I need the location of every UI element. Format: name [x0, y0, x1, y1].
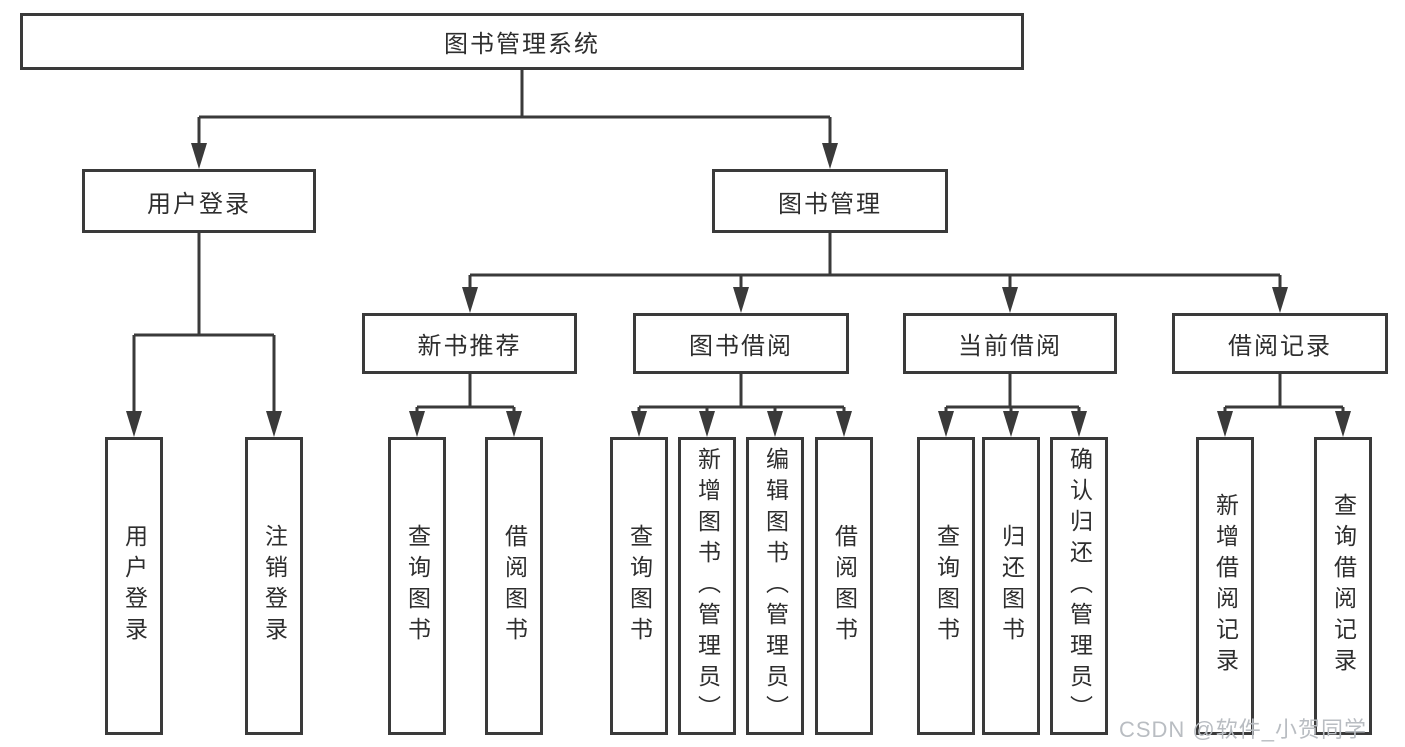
connector-root-to-level2 — [197, 70, 832, 146]
connector-current-to-leaves — [944, 374, 1081, 413]
node-book-borrowing: 图书借阅 — [633, 313, 849, 374]
node-label: 图书借阅 — [689, 333, 793, 360]
connector-mgmt-to-level3 — [468, 233, 1282, 290]
node-new-book-recommendation: 新书推荐 — [362, 313, 577, 374]
leaf-confirm-return-admin: 确认归还（管理员） — [1050, 437, 1108, 735]
leaf-label: 归还图书 — [998, 524, 1025, 648]
arrowhead-icon — [699, 411, 715, 437]
leaf-label: 用户登录 — [121, 524, 148, 648]
arrowheads-recommend-leaves — [409, 411, 522, 437]
leaf-query-books-recommend: 查询图书 — [388, 437, 446, 735]
node-label: 借阅记录 — [1228, 333, 1332, 360]
arrowheads-level2 — [191, 143, 838, 169]
arrowheads-borrow-leaves — [631, 411, 852, 437]
leaf-borrow-books: 借阅图书 — [815, 437, 873, 735]
node-book-management: 图书管理 — [712, 169, 948, 233]
arrowhead-icon — [266, 411, 282, 437]
node-label: 图书管理系统 — [444, 31, 600, 58]
node-library-management-system: 图书管理系统 — [20, 13, 1024, 70]
node-user-login: 用户登录 — [82, 169, 316, 233]
node-borrowing-records: 借阅记录 — [1172, 313, 1388, 374]
csdn-watermark: CSDN @软件_小贺同学 — [1118, 717, 1367, 742]
leaf-label: 确认归还（管理员） — [1066, 446, 1093, 726]
leaf-return-books: 归还图书 — [982, 437, 1040, 735]
connector-recommend-to-leaves — [415, 374, 516, 413]
connector-records-to-leaves — [1223, 374, 1345, 413]
arrowhead-icon — [191, 143, 207, 169]
leaf-label: 新增图书（管理员） — [694, 446, 721, 726]
arrowhead-icon — [1272, 287, 1288, 313]
arrowhead-icon — [822, 143, 838, 169]
leaf-label: 查询借阅记录 — [1330, 493, 1357, 679]
node-current-borrowing: 当前借阅 — [903, 313, 1117, 374]
arrowhead-icon — [836, 411, 852, 437]
node-label: 图书管理 — [778, 190, 882, 218]
arrowhead-icon — [1217, 411, 1233, 437]
node-label: 当前借阅 — [958, 333, 1062, 360]
leaf-label: 借阅图书 — [501, 524, 528, 648]
arrowheads-records-leaves — [1217, 411, 1351, 437]
node-label: 新书推荐 — [417, 333, 522, 360]
arrowhead-icon — [1335, 411, 1351, 437]
leaf-edit-books-admin: 编辑图书（管理员） — [746, 437, 804, 735]
leaf-label: 查询图书 — [404, 524, 431, 648]
arrowhead-icon — [1002, 287, 1018, 313]
node-label: 用户登录 — [147, 190, 251, 218]
leaf-logout: 注销登录 — [245, 437, 303, 735]
leaf-label: 查询图书 — [933, 524, 960, 648]
leaf-label: 编辑图书（管理员） — [762, 446, 789, 726]
arrowhead-icon — [767, 411, 783, 437]
leaf-user-login: 用户登录 — [105, 437, 163, 735]
leaf-label: 查询图书 — [626, 524, 653, 648]
connector-borrow-to-leaves — [637, 374, 846, 413]
leaf-borrow-books-recommend: 借阅图书 — [485, 437, 543, 735]
arrowhead-icon — [506, 411, 522, 437]
leaf-label: 注销登录 — [261, 524, 288, 648]
leaf-label: 新增借阅记录 — [1212, 493, 1239, 679]
arrowhead-icon — [733, 287, 749, 313]
leaf-query-borrow-record: 查询借阅记录 — [1314, 437, 1372, 735]
leaf-add-borrow-record: 新增借阅记录 — [1196, 437, 1254, 735]
arrowheads-current-leaves — [938, 411, 1087, 437]
leaf-label: 借阅图书 — [831, 524, 858, 648]
arrowhead-icon — [938, 411, 954, 437]
leaf-add-books-admin: 新增图书（管理员） — [678, 437, 736, 735]
arrowhead-icon — [1003, 411, 1019, 437]
arrowheads-login-leaves — [126, 411, 282, 437]
arrowhead-icon — [462, 287, 478, 313]
connector-login-to-leaves — [132, 233, 276, 413]
arrowhead-icon — [126, 411, 142, 437]
leaf-query-books-borrow: 查询图书 — [610, 437, 668, 735]
arrowhead-icon — [1071, 411, 1087, 437]
leaf-query-books-current: 查询图书 — [917, 437, 975, 735]
arrowheads-level3 — [462, 287, 1288, 313]
arrowhead-icon — [409, 411, 425, 437]
arrowhead-icon — [631, 411, 647, 437]
